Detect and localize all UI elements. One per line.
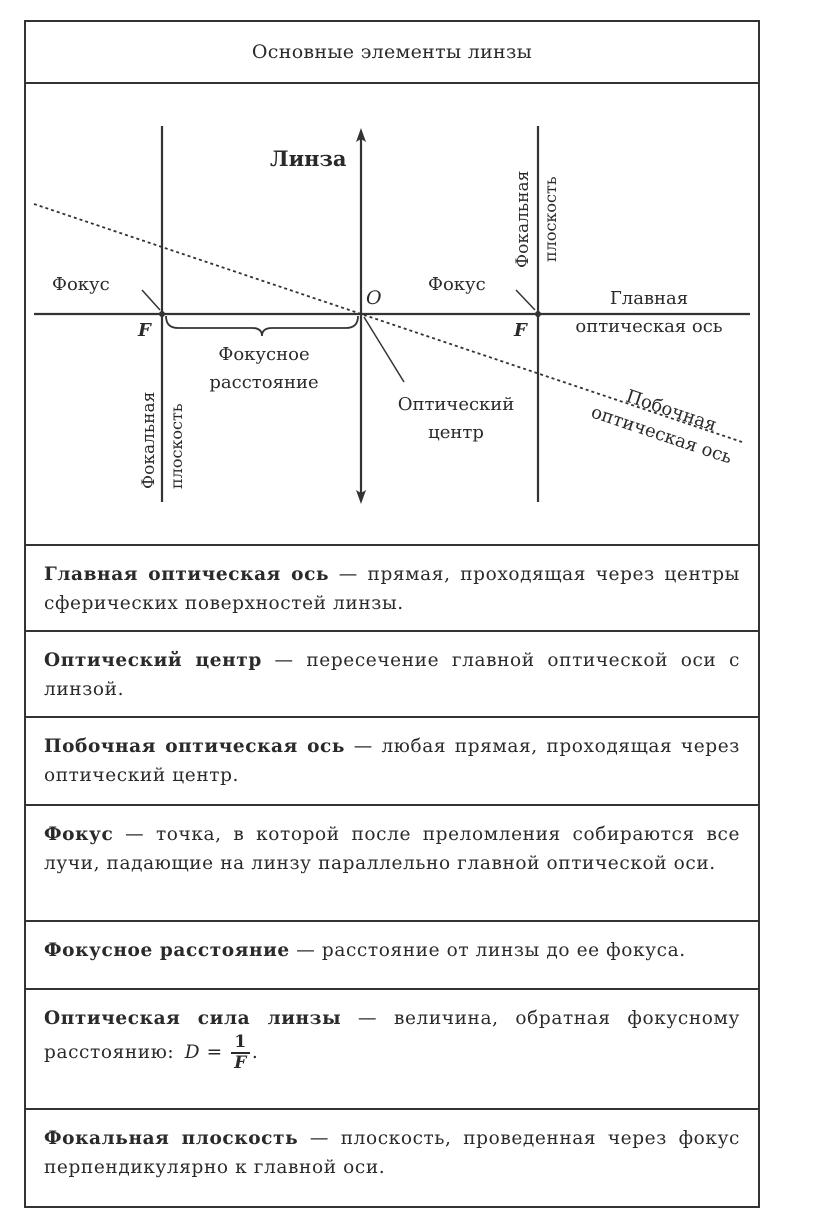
definition-term: Фокус — [44, 824, 114, 845]
focal-plane-right-label-1: Фокальная — [513, 171, 533, 268]
focus-left-pointer — [141, 289, 161, 311]
definition-text: величина, обратная фокусному расстоянию: — [44, 1008, 740, 1063]
optical-center-letter: O — [366, 287, 382, 309]
table-title: Основные элементы линзы — [251, 41, 533, 63]
definition-focal-plane: Фокальная плоскость — плоскость, проведе… — [26, 1108, 758, 1206]
formula-end: . — [251, 1042, 259, 1063]
definition-optical-center: Оптический центр — пересечение главной о… — [26, 630, 758, 716]
definition-dash: — — [113, 824, 156, 845]
definition-focal-distance: Фокусное расстояние — расстояние от линз… — [26, 920, 758, 988]
side-optical-axis — [33, 203, 743, 443]
definition-dash: — — [289, 940, 322, 961]
focal-plane-left-label-1: Фокальная — [139, 392, 159, 489]
lens-elements-table: Основные элементы линзы — [24, 20, 760, 1208]
focal-plane-left-label-2: плоскость — [167, 403, 186, 489]
definition-text: расстояние от линзы до ее фокуса. — [321, 940, 686, 961]
definition-term: Фокусное расстояние — [44, 940, 290, 961]
main-axis-label-2: оптическая ось — [575, 316, 722, 337]
main-axis-label-1: Главная — [610, 288, 688, 309]
definition-optical-power: Оптическая сила линзы — величина, обратн… — [26, 988, 758, 1108]
focus-right-label: Фокус — [428, 274, 486, 295]
definition-term: Главная оптическая ось — [44, 564, 330, 585]
lens-label: Линза — [270, 146, 347, 171]
focal-distance-label-2: расстояние — [209, 372, 318, 393]
definition-focus: Фокус — точка, в которой после преломлен… — [26, 804, 758, 920]
definition-term: Оптический центр — [44, 650, 262, 671]
optical-center-pointer — [363, 316, 405, 383]
definition-text: точка, в которой после преломления собир… — [44, 824, 740, 874]
focal-distance-label-1: Фокусное — [218, 344, 309, 365]
definition-text: прямая, проходящая через центры сферичес… — [44, 564, 741, 614]
definition-dash: — — [341, 1008, 394, 1029]
definition-dash: — — [345, 736, 382, 757]
formula-lhs: D = — [184, 1042, 223, 1063]
lens-arrow-top — [356, 128, 366, 142]
focus-right-pointer — [515, 289, 536, 311]
focal-distance-brace — [165, 315, 359, 337]
definition-dash: — — [261, 650, 307, 671]
definition-dash: — — [329, 564, 368, 585]
focal-plane-right-label-2: плоскость — [541, 176, 560, 262]
definition-side-axis: Побочная оптическая ось — любая прямая, … — [26, 716, 758, 804]
optical-center-label-1: Оптический — [398, 394, 515, 415]
lens-arrow-bottom — [356, 490, 366, 504]
definition-main-axis: Главная оптическая ось — прямая, проходя… — [26, 544, 758, 630]
diagram-row: Линза Фокус Фокус F F O Главная оптическ… — [26, 82, 758, 544]
definition-term: Фокальная плоскость — [44, 1128, 299, 1149]
definition-dash: — — [298, 1128, 341, 1149]
definition-text: пересечение главной оптической оси с лин… — [44, 650, 740, 700]
formula-numerator: 1 — [231, 1033, 250, 1054]
focus-right-letter: F — [513, 320, 528, 341]
formula-denominator: F — [234, 1053, 247, 1073]
definition-text: плоскость, проведенная через фокус перпе… — [44, 1128, 741, 1178]
optical-center-label-2: центр — [428, 422, 484, 443]
focus-point-right — [535, 311, 541, 317]
definition-term: Оптическая сила линзы — [44, 1008, 342, 1029]
focus-left-label: Фокус — [52, 274, 110, 295]
focus-point-left — [159, 311, 165, 317]
formula-fraction: 1 F — [231, 1033, 250, 1073]
definition-term: Побочная оптическая ось — [44, 736, 346, 757]
definition-text: любая прямая, проходящая через оптически… — [44, 736, 740, 786]
focus-left-letter: F — [137, 320, 152, 341]
lens-diagram: Линза Фокус Фокус F F O Главная оптическ… — [33, 126, 750, 504]
